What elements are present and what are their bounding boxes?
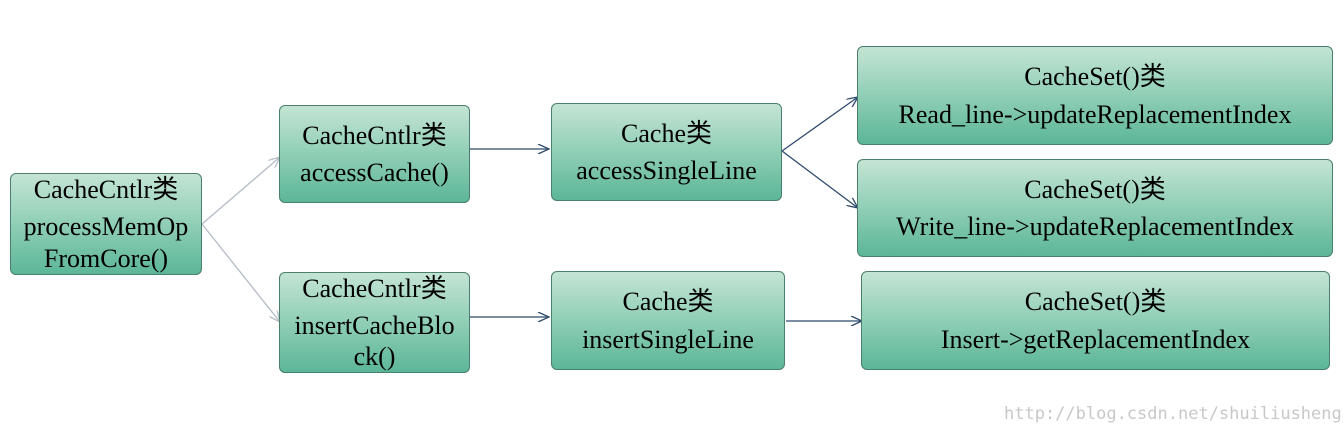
node-insert-cntlr-method-cont: ck() bbox=[353, 342, 396, 372]
watermark: http://blog.csdn.net/shuiliusheng bbox=[1004, 404, 1342, 424]
node-insert-cntlr-method: insertCacheBlo bbox=[294, 310, 455, 340]
node-insert-set-title: CacheSet()类 bbox=[1024, 287, 1167, 317]
node-access-cntlr-title: CacheCntlr类 bbox=[302, 120, 447, 150]
node-insert-cache-method: insertSingleLine bbox=[582, 324, 754, 354]
node-insert-set: CacheSet()类 Insert->getReplacementIndex bbox=[861, 271, 1330, 370]
node-write-set: CacheSet()类 Write_line->updateReplacemen… bbox=[857, 159, 1333, 257]
node-root-method: processMemOp bbox=[23, 212, 189, 242]
node-access-cache-title: Cache类 bbox=[621, 118, 712, 148]
node-insert-cntlr: CacheCntlr类 insertCacheBlo ck() bbox=[279, 272, 470, 373]
node-access-cntlr: CacheCntlr类 accessCache() bbox=[279, 105, 470, 203]
node-insert-cache-title: Cache类 bbox=[622, 287, 714, 317]
node-root: CacheCntlr类 processMemOp FromCore() bbox=[10, 173, 202, 275]
node-insert-cntlr-title: CacheCntlr类 bbox=[302, 273, 447, 303]
node-access-cache: Cache类 accessSingleLine bbox=[551, 103, 782, 201]
node-write-set-title: CacheSet()类 bbox=[1024, 174, 1166, 204]
node-access-cntlr-method: accessCache() bbox=[300, 158, 449, 187]
node-read-set-method: Read_line->updateReplacementIndex bbox=[898, 99, 1292, 129]
node-insert-cache: Cache类 insertSingleLine bbox=[551, 271, 785, 370]
edge-root-to-access-cntlr bbox=[201, 157, 280, 225]
node-insert-set-method: Insert->getReplacementIndex bbox=[940, 324, 1251, 354]
node-read-set-title: CacheSet()类 bbox=[1024, 62, 1166, 92]
edge-root-to-insert-cntlr bbox=[201, 223, 280, 322]
node-write-set-method: Write_line->updateReplacementIndex bbox=[896, 212, 1294, 241]
node-read-set: CacheSet()类 Read_line->updateReplacement… bbox=[857, 46, 1333, 145]
edge-access-cache-to-write-set bbox=[781, 150, 858, 208]
node-root-method-cont: FromCore() bbox=[43, 243, 169, 273]
edge-access-cache-to-read-set bbox=[781, 97, 858, 152]
node-access-cache-method: accessSingleLine bbox=[576, 156, 757, 185]
node-root-title: CacheCntlr类 bbox=[33, 175, 179, 205]
